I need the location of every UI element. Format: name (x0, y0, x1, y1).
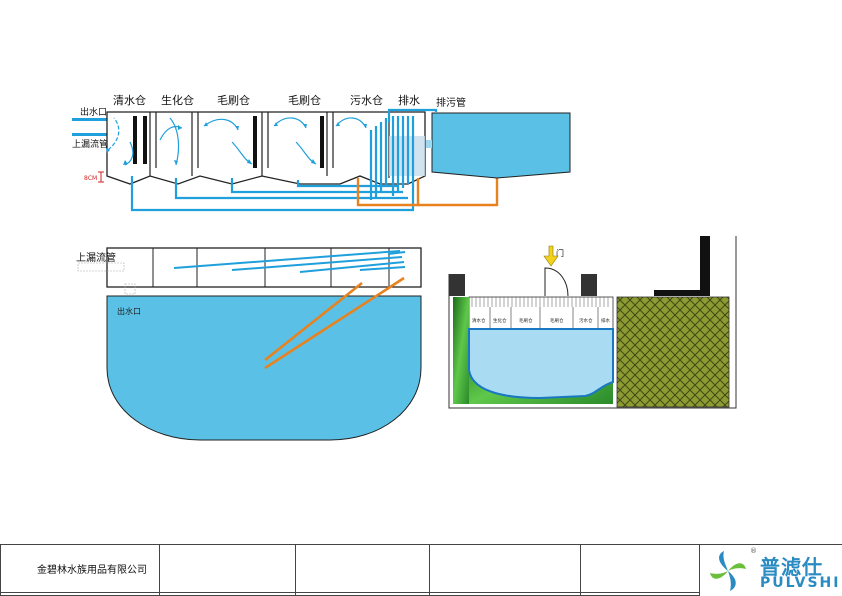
cabinet-sump (468, 296, 614, 330)
chamber-label-2: 生化仓 (161, 93, 194, 107)
title-cell (428, 544, 582, 593)
chamber-label-3: 毛刷仓 (217, 93, 250, 107)
baffle-bars (133, 116, 324, 168)
middle-post (581, 274, 597, 296)
bl-tank (106, 295, 422, 441)
title-cell (159, 544, 297, 593)
title-cell (0, 592, 161, 596)
sump-outline (106, 111, 426, 185)
title-cell (580, 544, 700, 593)
door (544, 267, 569, 297)
height-label: 8CM (84, 175, 97, 182)
title-block: 金碧林水族用品有限公司 ® 普滤仕 PULVSHI (0, 544, 842, 596)
drain-pipe-label: 排污管 (436, 96, 466, 109)
cabinet-frame (448, 236, 737, 409)
overflow-label: 上漏流管 (72, 138, 108, 150)
chamber-label-1: 清水仓 (113, 93, 146, 107)
brand-logo: ® 普滤仕 PULVSHI (700, 544, 842, 596)
left-post (449, 274, 465, 296)
title-cell (580, 592, 700, 596)
chamber-label-6: 排水 (398, 93, 420, 107)
brand-name-cn: 普滤仕 (760, 555, 823, 579)
flow-arrowheads (106, 122, 367, 165)
outlet-pipe (72, 118, 120, 121)
bottom-right-diagram: 门 清水仓 生化仓 毛刷仓 毛刷仓 污水仓 排水 (448, 236, 737, 409)
sump-hatch (471, 297, 609, 307)
outlet-label: 出水口 (80, 106, 107, 118)
registered-mark: ® (750, 547, 757, 555)
cabinet-tank (468, 328, 614, 400)
bottom-left-diagram: 上漏流管 出水口 (76, 247, 422, 441)
sump-partitions (149, 112, 390, 178)
tank-connector (426, 140, 432, 148)
right-post (700, 236, 710, 296)
brand-name-en: PULVSHI (760, 575, 841, 591)
company-name: 金碧林水族用品有限公司 (0, 544, 161, 593)
sump-diagram-canvas: 清水仓 生化仓 毛刷仓 毛刷仓 污水仓 排水 排污管 出水口 上漏流管 8CM (72, 93, 737, 441)
bl-outlet-label: 出水口 (117, 306, 141, 316)
door-arrow-icon (543, 245, 559, 267)
top-view-pipes (173, 250, 406, 273)
cab-label-3: 毛刷仓 (519, 317, 533, 324)
cab-label-2: 生化仓 (493, 317, 507, 324)
drain-pipe (387, 108, 438, 122)
title-cell (295, 544, 430, 593)
title-cell (295, 592, 430, 596)
cab-label-1: 清水仓 (472, 317, 486, 324)
main-tank (431, 112, 571, 179)
chamber-label-5: 污水仓 (350, 93, 383, 107)
bl-overflow-label: 上漏流管 (76, 251, 116, 264)
door-label: 门 (556, 248, 564, 258)
cab-label-5: 污水仓 (579, 317, 593, 324)
title-cell (159, 592, 297, 596)
chamber-label-4: 毛刷仓 (288, 93, 321, 107)
height-marker (98, 171, 104, 183)
overflow-label-box (77, 262, 125, 272)
bl-orange-pipes (264, 276, 405, 370)
pinwheel-logo-icon (710, 551, 746, 591)
title-cell (428, 592, 582, 596)
overflow-pipe (72, 133, 120, 136)
cab-label-4: 毛刷仓 (550, 317, 564, 324)
right-ledge (654, 290, 710, 296)
gravel-panel (616, 296, 730, 408)
outlet-marker (124, 283, 136, 295)
bottom-return-pipes (130, 176, 415, 212)
title-table: 金碧林水族用品有限公司 (0, 544, 700, 596)
cab-label-6: 排水 (601, 317, 610, 324)
top-sump-diagram: 清水仓 生化仓 毛刷仓 毛刷仓 污水仓 排水 排污管 出水口 上漏流管 8CM (72, 93, 571, 212)
cabinet-sump-partitions (489, 307, 599, 329)
orange-pipes (356, 178, 499, 207)
green-backdrop-left (453, 297, 469, 404)
